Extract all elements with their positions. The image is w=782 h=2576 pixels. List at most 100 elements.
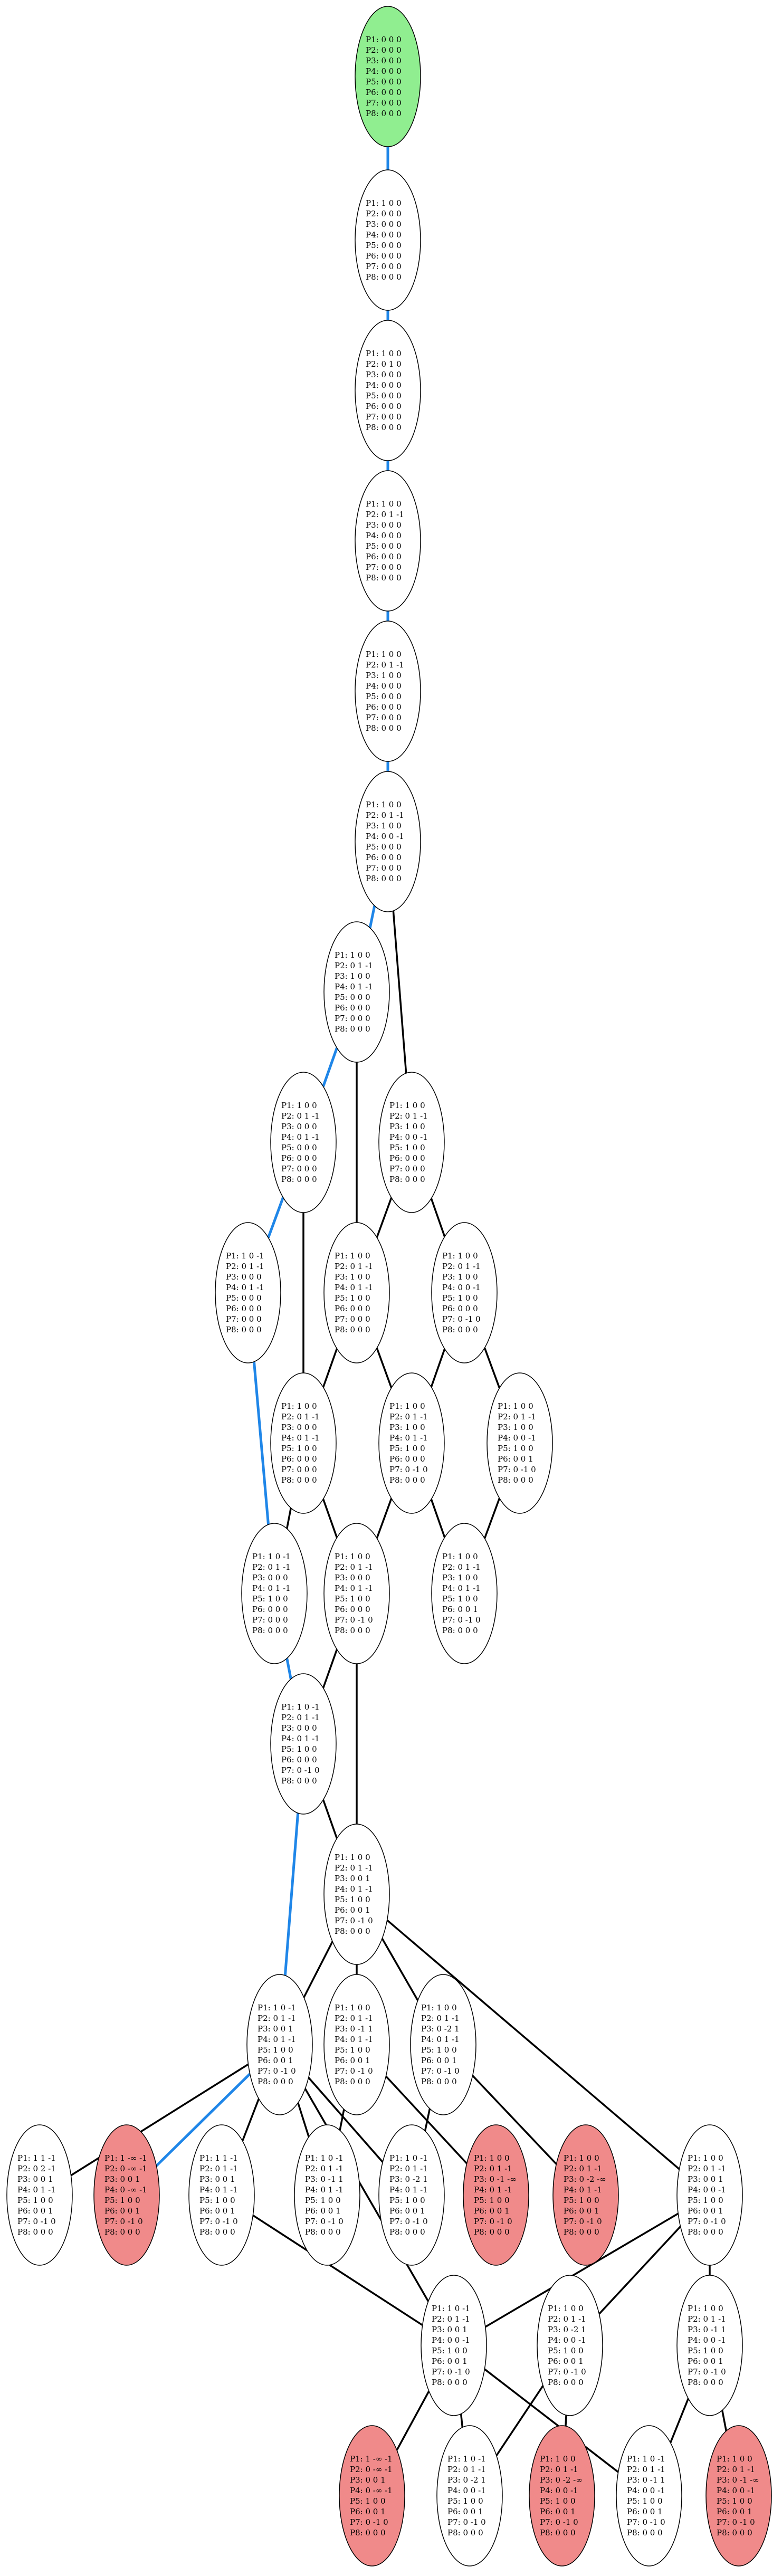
state-node-n32[interactable]: P1: 1 0 -1P2: 0 1 -1P3: 0 0 1P4: 0 0 -1P… — [421, 2275, 487, 2416]
state-node-n27[interactable]: P1: 1 0 -1P2: 0 1 -1P3: 0 -1 1P4: 0 1 -1… — [294, 2124, 360, 2266]
state-node-n21[interactable]: P1: 1 0 0P2: 0 1 -1P3: 0 -1 1P4: 0 1 -1P… — [323, 1974, 390, 2115]
state-line-4: P4: 0 0 -1 — [447, 2486, 486, 2495]
state-node-n12[interactable]: P1: 1 0 0P2: 0 1 -1P3: 0 0 0P4: 0 1 -1P5… — [270, 1372, 337, 1514]
state-line-3: P3: 0 -2 -∞ — [564, 2174, 606, 2184]
state-line-5: P5: 1 0 0 — [281, 1444, 317, 1453]
state-line-6: P6: 0 0 1 — [421, 2056, 457, 2065]
state-line-5: P5: 1 0 0 — [688, 2346, 723, 2355]
state-line-3: P3: 0 -2 1 — [447, 2475, 486, 2485]
state-line-7: P7: 0 0 0 — [366, 863, 402, 873]
edge-n21-n27 — [339, 2109, 345, 2131]
state-node-n3[interactable]: P1: 1 0 0P2: 0 1 -1P3: 0 0 0P4: 0 0 0P5:… — [355, 470, 421, 612]
state-ellipse — [410, 1974, 476, 2115]
state-line-1: P1: 1 0 0 — [564, 2153, 599, 2163]
state-line-4: P4: 0 0 0 — [366, 66, 402, 76]
state-line-6: P6: 0 0 1 — [498, 1454, 533, 1464]
state-node-n15[interactable]: P1: 1 0 -1P2: 0 1 -1P3: 0 0 0P4: 0 1 -1P… — [241, 1523, 308, 1664]
state-node-n5[interactable]: P1: 1 0 0P2: 0 1 -1P3: 1 0 0P4: 0 0 -1P5… — [355, 771, 421, 912]
state-line-5: P5: 0 0 0 — [335, 993, 370, 1002]
state-line-3: P3: 0 -2 -∞ — [540, 2475, 583, 2485]
state-node-n26[interactable]: P1: 1 1 -1P2: 0 1 -1P3: 0 0 1P4: 0 1 -1P… — [188, 2124, 255, 2266]
nodes-layer: P1: 0 0 0P2: 0 0 0P3: 0 0 0P4: 0 0 0P5: … — [6, 6, 772, 2567]
state-line-4: P4: 0 1 -1 — [281, 1433, 320, 1443]
state-ellipse — [323, 1974, 390, 2115]
state-node-n14[interactable]: P1: 1 0 0P2: 0 1 -1P3: 1 0 0P4: 0 0 -1P5… — [487, 1372, 553, 1514]
state-line-2: P2: 0 1 -1 — [432, 2314, 470, 2324]
state-node-n29[interactable]: P1: 1 0 0P2: 0 1 -1P3: 0 -1 -∞P4: 0 1 -1… — [463, 2124, 529, 2266]
state-line-7: P7: 0 0 0 — [252, 1615, 288, 1625]
state-node-n19[interactable]: P1: 1 0 0P2: 0 1 -1P3: 0 0 1P4: 0 1 -1P5… — [323, 1824, 390, 1965]
state-node-n6[interactable]: P1: 1 0 0P2: 0 1 -1P3: 1 0 0P4: 0 1 -1P5… — [323, 921, 390, 1063]
state-node-n18[interactable]: P1: 1 0 -1P2: 0 1 -1P3: 0 0 0P4: 0 1 -1P… — [270, 1673, 337, 1815]
state-line-8: P8: 0 0 0 — [442, 1325, 478, 1334]
state-line-7: P7: 0 0 0 — [366, 412, 402, 422]
state-line-3: P3: 0 0 0 — [226, 1272, 262, 1282]
path-edge-n6-n7 — [322, 1047, 338, 1087]
state-node-n1[interactable]: P1: 1 0 0P2: 0 0 0P3: 0 0 0P4: 0 0 0P5: … — [355, 169, 421, 311]
state-node-n39[interactable]: P1: 1 0 0P2: 0 1 -1P3: 0 -1 -∞P4: 0 0 -1… — [705, 2425, 772, 2567]
state-node-n24[interactable]: P1: 1 1 -1P2: 0 2 -1P3: 0 0 1P4: 0 1 -1P… — [6, 2124, 73, 2266]
state-node-n25[interactable]: P1: 1 -∞ -1P2: 0 -∞ -1P3: 0 0 1P4: 0 -∞ … — [93, 2124, 160, 2266]
state-line-8: P8: 0 0 0 — [281, 1475, 317, 1485]
state-ellipse — [355, 169, 421, 311]
state-node-n34[interactable]: P1: 1 0 0P2: 0 1 -1P3: 0 -1 1P4: 0 0 -1P… — [676, 2275, 743, 2416]
state-node-n36[interactable]: P1: 1 0 -1P2: 0 1 -1P3: 0 -2 1P4: 0 0 -1… — [436, 2425, 503, 2567]
state-line-5: P5: 1 0 0 — [389, 1143, 425, 1152]
state-line-5: P5: 1 0 0 — [335, 2045, 370, 2055]
state-ellipse — [355, 621, 421, 762]
state-node-n7[interactable]: P1: 1 0 0P2: 0 1 -1P3: 0 0 0P4: 0 1 -1P5… — [270, 1072, 337, 1213]
state-line-5: P5: 0 0 0 — [366, 77, 402, 87]
state-line-6: P6: 0 0 1 — [104, 2206, 140, 2216]
state-ellipse — [537, 2275, 603, 2416]
state-line-6: P6: 0 0 1 — [432, 2356, 468, 2366]
state-node-n22[interactable]: P1: 1 0 0P2: 0 1 -1P3: 0 -2 1P4: 0 1 -1P… — [410, 1974, 476, 2115]
state-line-5: P5: 1 0 0 — [281, 1744, 317, 1754]
state-node-n20[interactable]: P1: 1 0 -1P2: 0 1 -1P3: 0 0 1P4: 0 1 -1P… — [246, 1974, 313, 2115]
state-line-3: P3: 0 0 0 — [281, 1723, 317, 1733]
state-node-n33[interactable]: P1: 1 0 0P2: 0 1 -1P3: 0 -2 1P4: 0 0 -1P… — [537, 2275, 603, 2416]
state-line-6: P6: 0 0 1 — [442, 1605, 478, 1614]
state-ellipse — [6, 2124, 73, 2266]
state-node-n8[interactable]: P1: 1 0 0P2: 0 1 -1P3: 1 0 0P4: 0 0 -1P5… — [378, 1072, 445, 1213]
state-node-n35[interactable]: P1: 1 -∞ -1P2: 0 -∞ -1P3: 0 0 1P4: 0 -∞ … — [339, 2425, 405, 2567]
state-line-4: P4: 0 0 -1 — [717, 2486, 755, 2495]
edge-n19-n23 — [386, 1919, 680, 2170]
state-node-n4[interactable]: P1: 1 0 0P2: 0 1 -1P3: 1 0 0P4: 0 0 0P5:… — [355, 621, 421, 762]
state-line-6: P6: 0 0 1 — [474, 2206, 510, 2216]
state-node-n10[interactable]: P1: 1 0 0P2: 0 1 -1P3: 1 0 0P4: 0 1 -1P5… — [323, 1222, 390, 1363]
edge-n33-n36 — [495, 2385, 544, 2456]
state-line-6: P6: 0 0 0 — [389, 1454, 425, 1464]
state-line-6: P6: 0 0 1 — [540, 2507, 576, 2516]
state-node-n11[interactable]: P1: 1 0 0P2: 0 1 -1P3: 1 0 0P4: 0 0 -1P5… — [431, 1222, 498, 1363]
state-ellipse — [355, 6, 421, 147]
state-node-n0[interactable]: P1: 0 0 0P2: 0 0 0P3: 0 0 0P4: 0 0 0P5: … — [355, 6, 421, 147]
edge-n22-n28 — [424, 2108, 431, 2132]
state-line-5: P5: 1 0 0 — [335, 1293, 370, 1303]
state-line-7: P7: 0 0 0 — [366, 713, 402, 722]
state-ellipse — [378, 2124, 445, 2266]
state-line-2: P2: 0 1 -1 — [281, 1111, 320, 1121]
state-node-n13[interactable]: P1: 1 0 0P2: 0 1 -1P3: 1 0 0P4: 0 1 -1P5… — [378, 1372, 445, 1514]
state-line-2: P2: 0 1 -1 — [199, 2164, 238, 2173]
state-line-5: P5: 0 0 0 — [226, 1293, 262, 1303]
state-line-8: P8: 0 0 0 — [366, 573, 402, 583]
state-node-n16[interactable]: P1: 1 0 0P2: 0 1 -1P3: 0 0 0P4: 0 1 -1P5… — [323, 1523, 390, 1664]
state-line-1: P1: 1 0 0 — [540, 2454, 576, 2464]
state-node-n2[interactable]: P1: 1 0 0P2: 0 1 0P3: 0 0 0P4: 0 0 0P5: … — [355, 320, 421, 461]
state-node-n37[interactable]: P1: 1 0 0P2: 0 1 -1P3: 0 -2 -∞P4: 0 0 -1… — [529, 2425, 595, 2567]
state-line-3: P3: 0 -1 1 — [688, 2325, 726, 2334]
state-node-n9[interactable]: P1: 1 0 -1P2: 0 1 -1P3: 0 0 0P4: 0 1 -1P… — [215, 1222, 281, 1363]
state-ellipse — [93, 2124, 160, 2266]
edge-n26-n32 — [252, 2214, 423, 2326]
state-node-n17[interactable]: P1: 1 0 0P2: 0 1 -1P3: 1 0 0P4: 0 1 -1P5… — [431, 1523, 498, 1664]
state-node-n30[interactable]: P1: 1 0 0P2: 0 1 -1P3: 0 -2 -∞P4: 0 1 -1… — [552, 2124, 619, 2266]
state-line-7: P7: 0 -1 0 — [548, 2367, 586, 2377]
state-node-n23[interactable]: P1: 1 0 0P2: 0 1 -1P3: 0 0 1P4: 0 0 -1P5… — [676, 2124, 743, 2266]
state-line-6: P6: 0 0 1 — [447, 2507, 483, 2516]
state-node-n28[interactable]: P1: 1 0 -1P2: 0 1 -1P3: 0 -2 1P4: 0 1 -1… — [378, 2124, 445, 2266]
state-ellipse — [552, 2124, 619, 2266]
state-ellipse — [323, 1222, 390, 1363]
state-line-3: P3: 0 -1 1 — [305, 2174, 344, 2184]
state-node-n38[interactable]: P1: 1 0 -1P2: 0 1 -1P3: 0 -1 1P4: 0 0 -1… — [616, 2425, 682, 2567]
state-line-5: P5: 1 0 0 — [564, 2196, 599, 2205]
